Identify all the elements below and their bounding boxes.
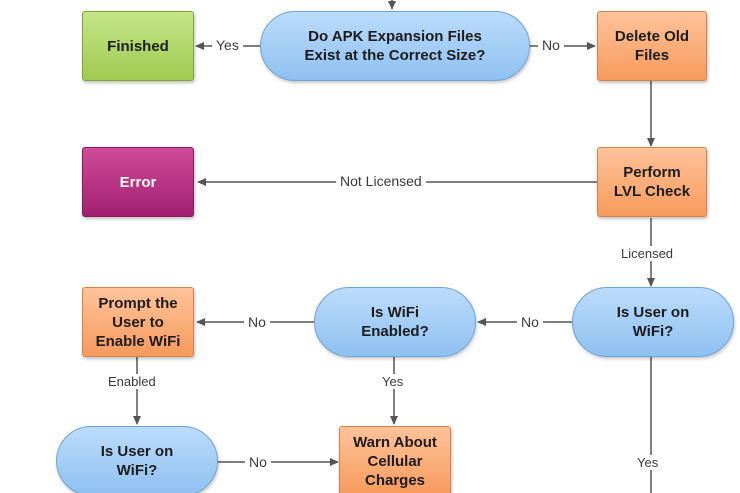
edge-label-no-delete: No <box>538 37 564 53</box>
edge-label-licensed: Licensed <box>617 246 678 261</box>
edge-label-no-wifi-enabled: No <box>244 314 270 330</box>
edge-label-enabled: Enabled <box>104 374 160 389</box>
edge-label-not-licensed: Not Licensed <box>336 173 426 189</box>
decision-user-on-wifi-1: Is User on WiFi? <box>572 287 734 357</box>
action-warn-cellular-charges: Warn About Cellular Charges <box>339 426 451 493</box>
action-delete-old-files: Delete Old Files <box>597 11 707 81</box>
edge-label-yes-wifi-enabled: Yes <box>378 374 408 389</box>
decision-user-on-wifi-2: Is User on WiFi? <box>56 426 218 493</box>
action-lvl-check: Perform LVL Check <box>597 147 707 217</box>
edge-label-no-wifi-1: No <box>517 314 543 330</box>
edge-label-no-wifi-2: No <box>245 454 271 470</box>
edge-label-yes-wifi-1: Yes <box>633 455 663 470</box>
terminal-finished: Finished <box>82 11 194 81</box>
action-prompt-enable-wifi: Prompt the User to Enable WiFi <box>82 287 194 357</box>
edge-label-yes-finished: Yes <box>212 37 243 53</box>
decision-wifi-enabled: Is WiFi Enabled? <box>314 287 476 357</box>
terminal-error: Error <box>82 147 194 217</box>
decision-expansion-files: Do APK Expansion Files Exist at the Corr… <box>260 11 530 81</box>
